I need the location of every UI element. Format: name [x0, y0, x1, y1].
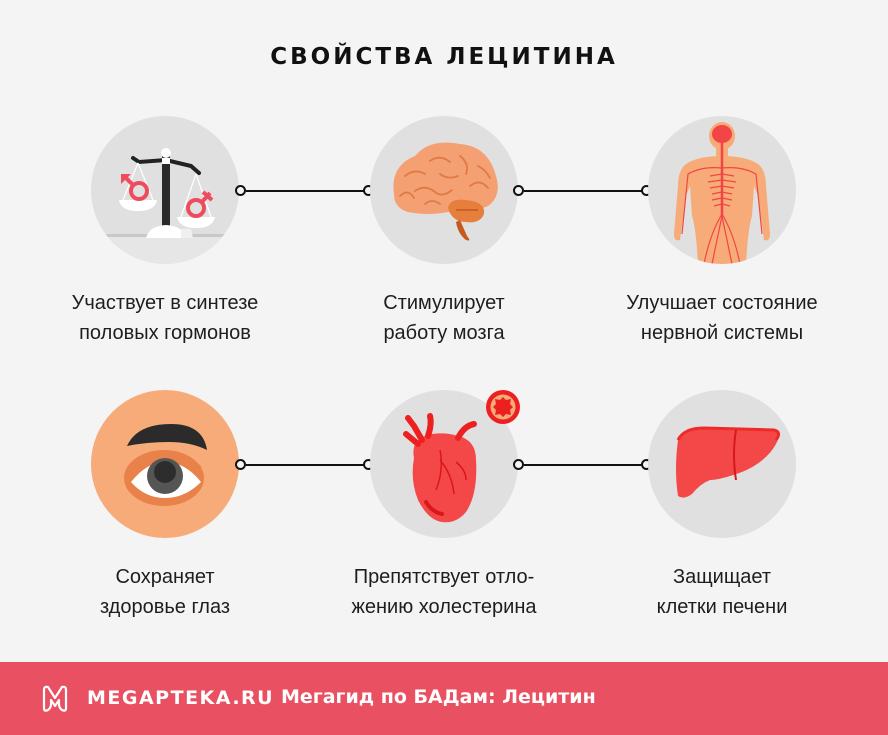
- nervous-system-icon: [648, 116, 796, 264]
- megapteka-logo-icon[interactable]: [40, 684, 70, 714]
- footer-banner: MEGAPTEKA.RU Мегагид по БАДам: Лецитин: [0, 662, 888, 735]
- property-label-cholesterol: Препятствует отло- жению холестерина: [351, 566, 537, 618]
- brand-link[interactable]: MEGAPTEKA.RU: [87, 687, 275, 709]
- connector-line: [246, 190, 364, 192]
- connector-dot: [235, 185, 246, 196]
- property-label-nervous-system: Улучшает состояние нервной системы: [626, 292, 818, 344]
- connector-dot: [235, 459, 246, 470]
- liver-icon: [648, 390, 796, 538]
- property-label-brain: Стимулирует работу мозга: [383, 292, 505, 344]
- connector-line: [524, 190, 642, 192]
- clogged-artery-icon: [486, 390, 520, 424]
- footer-subtitle: Мегагид по БАДам: Лецитин: [281, 686, 596, 708]
- page-title: СВОЙСТВА ЛЕЦИТИНА: [270, 44, 618, 70]
- eye-icon: [91, 390, 239, 538]
- scales-gender-icon: [91, 116, 239, 264]
- connector-dot: [513, 459, 524, 470]
- brain-icon: [370, 116, 518, 264]
- connector-dot: [513, 185, 524, 196]
- connector-line: [246, 464, 364, 466]
- property-label-liver: Защищает клетки печени: [656, 566, 788, 618]
- property-label-hormones: Участвует в синтезе половых гормонов: [71, 292, 259, 344]
- connector-line: [524, 464, 642, 466]
- property-label-eyes: Сохраняет здоровье глаз: [99, 566, 231, 618]
